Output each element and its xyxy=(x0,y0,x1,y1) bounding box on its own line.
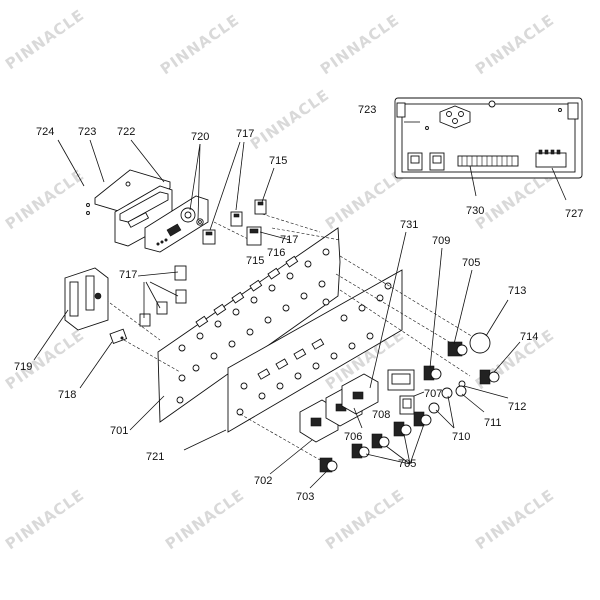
label-716: 716 xyxy=(267,247,285,259)
controller-board-detail xyxy=(394,97,583,179)
label-715: 715 xyxy=(269,155,287,167)
label-717: 717 xyxy=(236,128,254,140)
label-705: 705 xyxy=(398,458,416,470)
connector-718 xyxy=(109,328,128,344)
leader-lines xyxy=(33,121,567,489)
label-723: 723 xyxy=(78,126,96,138)
label-706: 706 xyxy=(344,431,362,443)
label-710: 710 xyxy=(452,431,470,443)
label-721: 721 xyxy=(146,451,164,463)
label-714: 714 xyxy=(520,331,538,343)
watermark: PINNACLE xyxy=(247,86,333,154)
watermark: PINNACLE xyxy=(2,326,88,394)
label-731: 731 xyxy=(400,219,418,231)
label-719: 719 xyxy=(14,361,32,373)
label-701: 701 xyxy=(110,425,128,437)
label-712: 712 xyxy=(508,401,526,413)
label-718: 718 xyxy=(58,389,76,401)
watermark: PINNACLE xyxy=(162,486,248,554)
label-730: 730 xyxy=(466,205,484,217)
front-fascia-721 xyxy=(227,269,403,433)
display-unit-708 xyxy=(387,369,415,415)
label-715: 715 xyxy=(246,255,264,267)
controller-enclosure-assembly xyxy=(86,169,209,253)
label-703: 703 xyxy=(296,491,314,503)
watermark: PINNACLE xyxy=(322,486,408,554)
label-724: 724 xyxy=(36,126,54,138)
label-702: 702 xyxy=(254,475,272,487)
watermark: PINNACLE xyxy=(472,486,558,554)
label-711: 711 xyxy=(484,417,502,429)
label-717: 717 xyxy=(280,234,298,246)
relay-blocks xyxy=(139,199,267,327)
label-722: 722 xyxy=(117,126,135,138)
label-713: 713 xyxy=(508,285,526,297)
label-709: 709 xyxy=(432,235,450,247)
label-727: 727 xyxy=(565,208,583,220)
label-705: 705 xyxy=(462,257,480,269)
watermark: PINNACLE xyxy=(472,11,558,79)
part-labels: 724 723 722 720 717 715 723 731 709 705 … xyxy=(14,104,583,503)
watermark: PINNACLE xyxy=(157,11,243,79)
assembly-lines xyxy=(105,213,479,461)
label-720: 720 xyxy=(191,131,209,143)
label-723-board: 723 xyxy=(358,104,376,116)
rear-panel-701 xyxy=(157,227,341,423)
switch-modules xyxy=(299,373,379,443)
contactor-719 xyxy=(64,267,109,331)
label-708: 708 xyxy=(372,409,390,421)
watermark: PINNACLE xyxy=(2,6,88,74)
label-707: 707 xyxy=(424,388,442,400)
watermark: PINNACLE xyxy=(2,166,88,234)
watermark: PINNACLE xyxy=(2,486,88,554)
watermark: PINNACLE xyxy=(317,11,403,79)
rotary-switches xyxy=(319,332,500,473)
label-717: 717 xyxy=(119,269,137,281)
